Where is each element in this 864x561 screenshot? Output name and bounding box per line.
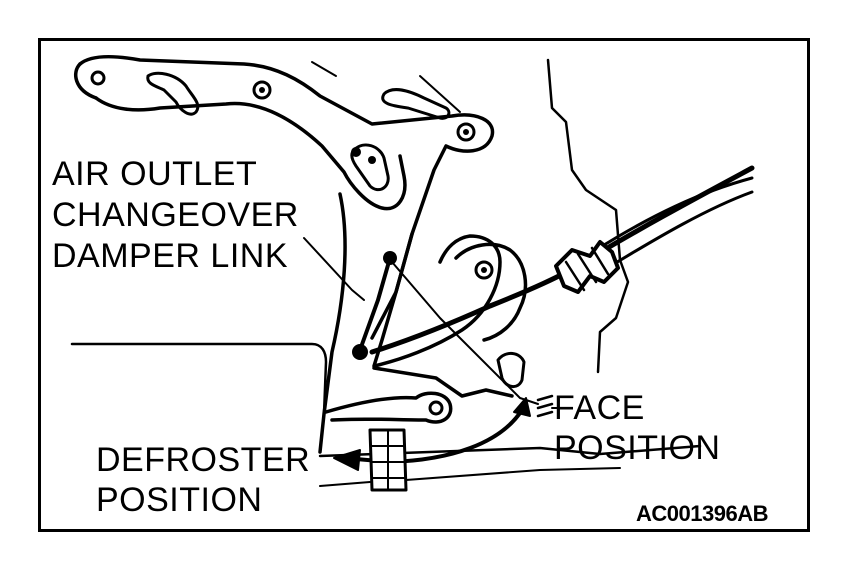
mid-slot-pin-a [351, 147, 361, 157]
top-right-slot [381, 88, 451, 120]
lower-slot [496, 352, 526, 388]
bolt-ribs [371, 429, 405, 491]
damper-link-label: AIR OUTLET CHANGEOVER DAMPER LINK [52, 154, 299, 277]
figure-code: AC001396AB [636, 501, 768, 526]
control-cable-outer [594, 176, 754, 272]
upper-link-left-end [73, 62, 98, 100]
arrow-defroster [333, 449, 361, 471]
bracket-right-edge [372, 232, 502, 368]
lower-lever [324, 391, 453, 424]
damper-link-label-line1: AIR OUTLET [52, 155, 258, 193]
leader-from-pin [391, 261, 539, 405]
control-cable [369, 165, 755, 355]
upper-link-lower-edge [94, 96, 407, 211]
pivot-boss [252, 80, 272, 100]
link-rod-upper [358, 256, 392, 352]
face-position-label-line1: FACE [554, 389, 645, 427]
face-position-label-line2: POSITION [554, 429, 721, 467]
link-rod-top-pin [383, 251, 397, 265]
bottom-edge [319, 467, 621, 487]
lower-link [372, 366, 514, 398]
base-line [70, 342, 328, 416]
bracket-left-edge [318, 192, 347, 454]
pivot-arm [454, 242, 528, 342]
arrow-face [513, 397, 531, 417]
lower-lever-pin [428, 400, 444, 416]
defroster-position-label: DEFROSTER POSITION [96, 440, 310, 520]
defroster-position-label-line2: POSITION [96, 481, 263, 519]
housing-top-line [311, 61, 337, 77]
bottom-plate [318, 444, 702, 458]
pivot-boss-center [259, 87, 265, 93]
cable-clamp-ribs [564, 246, 610, 292]
cable-end-pin [352, 344, 368, 360]
right-pivot-center [463, 129, 469, 135]
damper-link-label-line2: CHANGEOVER [52, 196, 299, 234]
face-ticks [536, 394, 554, 418]
damper-link-label-line3: DAMPER LINK [52, 237, 288, 275]
pivot-hole-left [90, 70, 106, 86]
defroster-position-label-line1: DEFROSTER [96, 441, 311, 479]
face-position-label: FACE POSITION [554, 388, 720, 468]
housing-outline [546, 58, 630, 374]
upper-link-arm [78, 54, 495, 340]
arm-pivot-center [481, 267, 487, 273]
housing-edge [419, 75, 461, 113]
mid-slot-pin-b [368, 156, 376, 164]
mid-slot [350, 143, 390, 192]
right-pivot [456, 122, 476, 142]
leader-damper-link [303, 237, 365, 301]
slot-top [146, 71, 200, 116]
arm-pivot [474, 260, 494, 280]
